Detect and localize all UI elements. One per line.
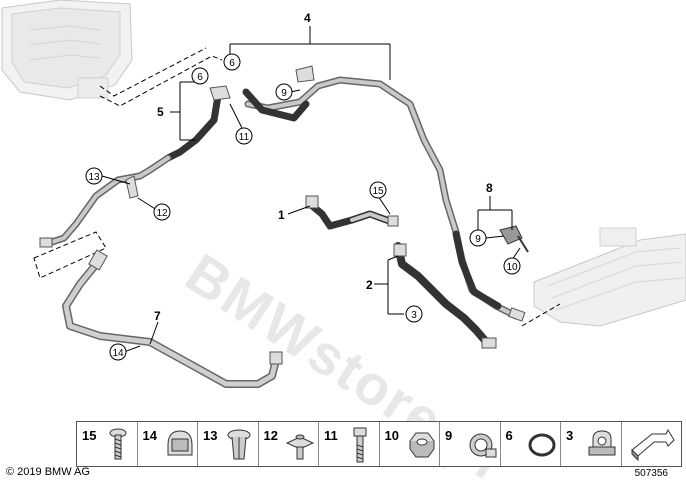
- legend-number: 3: [566, 428, 574, 443]
- hose-clamp-icon: [167, 430, 192, 456]
- svg-text:13: 13: [88, 172, 100, 183]
- svg-text:9: 9: [281, 88, 287, 99]
- legend-item-3: 3: [561, 422, 622, 466]
- clamp-icon: [588, 430, 616, 456]
- svg-text:15: 15: [372, 186, 384, 197]
- hose-1: [305, 195, 399, 230]
- legend-item-6: 6: [501, 422, 561, 466]
- circled-callout-13: 13: [85, 167, 103, 185]
- top-left-unit: [1, 0, 133, 101]
- legend-number: 15: [82, 428, 97, 443]
- o-ring-icon: [528, 433, 555, 457]
- svg-text:11: 11: [239, 132, 250, 143]
- hex-nut-icon: [408, 432, 435, 458]
- legend-number: 6: [505, 428, 513, 443]
- legend-item-12: 12: [259, 422, 319, 466]
- legend-item-9: 9: [440, 422, 501, 466]
- hose-7: [62, 249, 283, 388]
- svg-text:12: 12: [156, 208, 168, 219]
- svg-text:10: 10: [506, 262, 518, 273]
- dashed-guide-left: [33, 231, 107, 279]
- dashed-guide-top-2: [99, 47, 207, 97]
- copyright-text: © 2019 BMW AG: [6, 466, 90, 478]
- legend-item-10: 10: [380, 422, 440, 466]
- dashed-guide-top: [99, 55, 223, 107]
- legend-item-arrow: [622, 422, 682, 466]
- circled-callout-11: 11: [235, 127, 253, 145]
- hose-4: [242, 65, 526, 322]
- dashed-guide-right: [521, 303, 561, 327]
- callout-7: 7: [154, 309, 161, 323]
- callout-4: 4: [304, 11, 311, 25]
- callout-1: 1: [278, 208, 285, 222]
- callout-2: 2: [366, 278, 373, 292]
- hose-5: [39, 85, 231, 248]
- callout-8: 8: [486, 181, 493, 195]
- legend-item-13: 13: [198, 422, 259, 466]
- legend-number: 11: [324, 428, 338, 443]
- legend-number: 10: [384, 428, 399, 443]
- bolt-icon: [353, 427, 367, 463]
- push-nut-icon: [285, 434, 314, 460]
- svg-text:6: 6: [197, 72, 203, 83]
- right-unit: [533, 227, 686, 327]
- legend-number: 9: [445, 428, 453, 443]
- circled-callout-9a: 9: [275, 83, 293, 101]
- callout-5: 5: [157, 105, 164, 119]
- circled-callout-6b: 6: [191, 67, 209, 85]
- legend-item-15: 15: [77, 422, 138, 466]
- svg-text:6: 6: [229, 58, 235, 69]
- hose-2: [393, 242, 497, 349]
- circled-callout-10: 10: [503, 257, 521, 275]
- legend-item-14: 14: [138, 422, 198, 466]
- legend-number: 13: [203, 428, 218, 443]
- clip-assembly-8: [499, 225, 529, 253]
- svg-text:3: 3: [411, 310, 417, 321]
- parts-legend: 15 14 13 12 11: [76, 421, 682, 467]
- expanding-rivet-icon: [227, 429, 251, 460]
- circled-callout-14: 14: [109, 343, 127, 361]
- circled-callout-6a: 6: [223, 53, 241, 71]
- svg-text:9: 9: [475, 234, 481, 245]
- circled-callout-15: 15: [369, 181, 387, 199]
- direction-arrow-icon: [630, 428, 675, 462]
- legend-number: 12: [263, 428, 278, 443]
- legend-number: 14: [142, 428, 157, 443]
- legend-item-11: 11: [319, 422, 380, 466]
- circled-callout-3: 3: [405, 305, 423, 323]
- circled-callout-12: 12: [153, 203, 171, 221]
- image-number: 507356: [634, 468, 668, 479]
- pipe-clip-icon: [469, 433, 497, 458]
- svg-text:14: 14: [112, 348, 124, 359]
- screw-icon: [109, 428, 127, 460]
- circled-callout-9b: 9: [469, 229, 487, 247]
- leader-lines: [101, 26, 521, 353]
